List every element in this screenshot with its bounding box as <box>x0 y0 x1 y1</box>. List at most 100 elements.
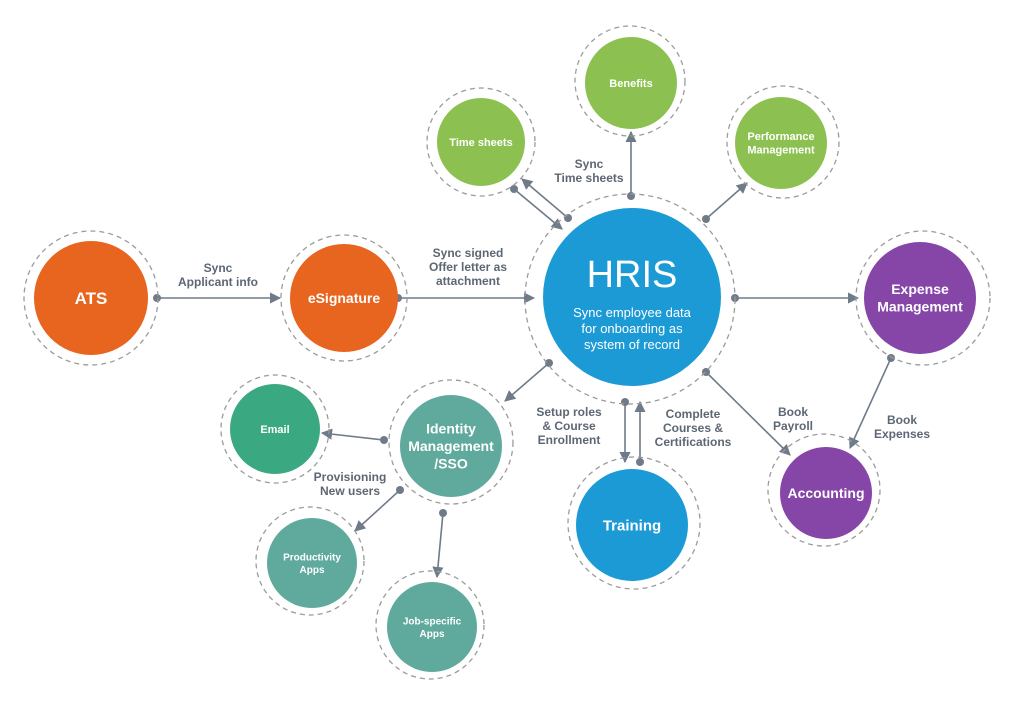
node-ats[interactable]: ATS <box>34 241 148 355</box>
connector-dot <box>702 215 710 223</box>
dashed-rings <box>23 25 991 680</box>
node-circle <box>437 98 525 186</box>
node-label-line: Accounting <box>788 485 865 501</box>
dashed-ring <box>255 506 365 616</box>
connector-label-sync-offer: Sync signed <box>433 246 504 260</box>
connector-label-sync-offer: Offer letter as <box>429 260 507 274</box>
node-circle <box>585 37 677 129</box>
node-label-line: Time sheets <box>449 137 512 149</box>
connector-label-complete-courses: Certifications <box>655 435 732 449</box>
connector-label-sync-offer: attachment <box>436 274 500 288</box>
connector-arrow <box>432 512 444 579</box>
connector-arrow <box>849 357 892 450</box>
node-training[interactable]: Training <box>576 469 688 581</box>
node-label-line: Identity <box>426 420 476 436</box>
node-circle <box>34 241 148 355</box>
node-time-sheets[interactable]: Time sheets <box>437 98 525 186</box>
dashed-ring <box>280 234 408 362</box>
node-label-line: Performance <box>747 131 814 143</box>
node-circle <box>267 518 357 608</box>
connector-dot <box>153 294 161 302</box>
node-circle <box>387 582 477 672</box>
connector-dot <box>564 214 572 222</box>
connector-arrow <box>521 178 569 219</box>
dashed-ring <box>375 570 485 680</box>
dashed-ring <box>524 193 736 405</box>
node-subtitle-line: system of record <box>584 337 680 352</box>
node-label-line: Management <box>877 299 963 315</box>
connector-dot <box>621 398 629 406</box>
connector-label-book-payroll: Payroll <box>773 419 813 433</box>
connector-lines <box>153 130 895 579</box>
dashed-ring <box>855 230 991 366</box>
node-label-line: Management <box>408 438 494 454</box>
connector-dot <box>545 359 553 367</box>
node-label-line: Benefits <box>609 78 652 90</box>
connector-label-setup-roles: & Course <box>542 419 596 433</box>
connector-label-book-payroll: Book <box>778 405 808 419</box>
connector-label-provisioning: New users <box>320 484 380 498</box>
connector-arrow <box>354 489 401 532</box>
node-circle <box>400 395 502 497</box>
connector-label-sync-timesheets: Sync <box>575 157 604 171</box>
connector-label-sync-applicant: Sync <box>204 261 233 275</box>
connector-label-sync-timesheets: Time sheets <box>554 171 623 185</box>
connector-dot <box>396 486 404 494</box>
node-esignature[interactable]: eSignature <box>290 244 398 352</box>
dashed-ring <box>726 85 840 199</box>
connector-dot <box>887 354 895 362</box>
node-label-line: Email <box>260 424 289 436</box>
node-label-line: Training <box>603 517 661 534</box>
connector-dot <box>380 436 388 444</box>
node-subtitle-line: for onboarding as <box>581 321 683 336</box>
connector-label-sync-applicant: Applicant info <box>178 275 258 289</box>
node-label-line: Apps <box>300 565 325 576</box>
node-label-line: Management <box>747 145 815 157</box>
node-circle <box>230 384 320 474</box>
connector-label-complete-courses: Courses & <box>663 421 723 435</box>
node-accounting[interactable]: Accounting <box>780 447 872 539</box>
node-benefits[interactable]: Benefits <box>585 37 677 129</box>
node-circle <box>290 244 398 352</box>
connector-dot <box>439 509 447 517</box>
dashed-ring <box>388 379 514 505</box>
node-label-line: Expense <box>891 281 949 297</box>
node-title: HRIS <box>587 254 678 296</box>
connector-arrow <box>320 428 385 441</box>
node-label-line: Productivity <box>283 552 341 563</box>
connector-label-setup-roles: Setup roles <box>536 405 602 419</box>
connector-dot <box>510 185 518 193</box>
node-circle <box>864 242 976 354</box>
node-label-line: ATS <box>75 289 108 308</box>
node-label-line: /SSO <box>434 455 468 471</box>
node-email[interactable]: Email <box>230 384 320 474</box>
node-label-line: Apps <box>420 629 445 640</box>
dashed-ring <box>567 456 701 590</box>
connector-arrow <box>513 188 563 230</box>
connector-label-book-expenses: Expenses <box>874 427 930 441</box>
connector-label-complete-courses: Complete <box>666 407 721 421</box>
connector-arrow <box>504 362 550 402</box>
connector-dot <box>627 192 635 200</box>
node-circle <box>543 208 721 386</box>
node-circle <box>780 447 872 539</box>
connector-label-provisioning: Provisioning <box>314 470 387 484</box>
connector-arrow <box>705 371 791 456</box>
connector-arrow <box>705 182 748 220</box>
dashed-ring <box>23 230 159 366</box>
dashed-ring <box>767 433 881 547</box>
connector-label-book-expenses: Book <box>887 413 917 427</box>
dashed-ring <box>426 87 536 197</box>
node-circle <box>576 469 688 581</box>
dashed-ring <box>574 25 686 137</box>
dashed-ring <box>220 374 330 484</box>
